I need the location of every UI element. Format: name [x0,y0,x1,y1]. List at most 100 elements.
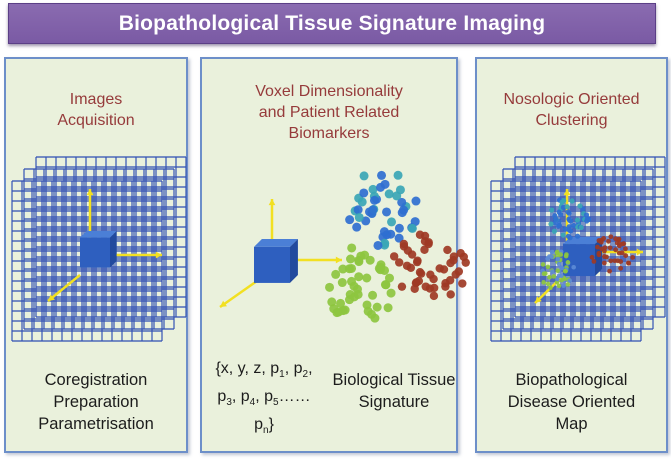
cluster-point [337,278,347,288]
cube-side [110,231,117,268]
cluster-point [392,191,402,201]
cluster-point [347,243,357,253]
cluster-point [561,283,566,288]
arrow-head-icon [535,296,542,303]
cluster-point [429,283,439,293]
cluster-point [567,218,574,224]
point-cluster [540,249,576,291]
cluster-point [556,261,562,267]
caption-line: Signature [358,393,430,411]
cluster-point [381,280,391,290]
cluster-point [369,195,379,205]
cluster-point [567,235,573,241]
cluster-point [451,270,460,279]
cluster-point [619,250,625,256]
arrow-head-icon [335,256,342,264]
cluster-point [439,265,449,274]
cluster-point [551,228,558,234]
cluster-point [541,271,547,276]
panel-caption: Coregistration Preparation Parametrisati… [6,369,186,435]
cluster-point [559,265,565,271]
point-cluster [389,230,470,301]
cluster-point [602,245,608,251]
cluster-point [353,289,363,299]
cluster-point [563,253,569,259]
cluster-point [566,210,572,216]
cluster-point [606,238,611,244]
cluster-point [607,245,613,251]
cluster-point [598,239,604,245]
cluster-point [458,279,467,288]
cluster-point [548,221,554,227]
cluster-point [626,260,632,266]
axis-arrow [47,274,81,302]
cluster-point [393,170,403,180]
cluster-point [426,270,435,279]
cluster-point [564,204,570,210]
panel-heading: Nosologic Oriented Clustering [477,89,666,131]
cluster-point [574,217,581,223]
formula-line-3: pn} [254,416,274,437]
cluster-point [384,273,394,283]
heading-line: Nosologic Oriented [503,91,640,108]
cluster-point [395,258,404,267]
cluster-point [331,269,341,279]
cluster-point [368,205,378,215]
cluster-point [367,309,377,319]
cluster-point [380,240,390,250]
cluster-point [412,257,422,267]
panel-heading: Images Acquisition [6,89,186,131]
cube-top [563,237,603,245]
cluster-point [549,254,554,260]
cluster-point [560,204,566,210]
cluster-point [589,254,595,260]
cluster-point [383,303,393,313]
cluster-point [424,238,433,247]
cluster-point [550,269,555,274]
cluster-point [353,205,363,215]
cluster-point [403,246,413,255]
point-cluster [345,170,421,250]
cluster-point [596,252,602,258]
heading-line: Voxel Dimensionality [255,83,403,100]
cluster-point [461,258,470,267]
caption-line: Biological Tissue [332,371,456,389]
caption-line: Biopathological [515,371,628,389]
cluster-point [558,252,563,257]
cluster-point [616,241,622,246]
cluster-point [556,283,562,289]
cluster-point [411,278,421,288]
cluster-point [618,259,624,264]
cluster-point [397,282,407,291]
voxel-vector-formula: {x, y, z, p1, p2, p3, p4, p5…… pn} [204,358,324,443]
arrow-head-icon [86,189,94,196]
cluster-point [368,184,378,194]
cube-front [254,246,290,283]
formula-line-2: p3, p4, p5…… [217,388,311,409]
cluster-point [560,232,566,238]
cluster-point [347,263,357,273]
cluster-point [354,212,364,222]
cluster-point [566,227,572,233]
cluster-point [583,212,590,218]
cluster-point [586,216,592,223]
cluster-point [545,264,551,270]
cluster-point [613,247,619,253]
cluster-point [607,268,613,274]
clustered-map-graphic [490,156,666,342]
heading-line: Clustering [535,112,608,129]
arrow-head-icon [268,199,276,206]
cluster-point [376,262,386,272]
cluster-point [420,245,429,254]
cluster-point [387,217,397,227]
cluster-point [578,224,584,231]
panel-voxel-dimensionality: Voxel Dimensionality and Patient Related… [200,57,470,453]
diagram-title: Biopathological Tissue Signature Imaging [118,11,546,35]
cluster-point [613,236,619,242]
cube-side [290,239,298,283]
cluster-point [595,244,600,250]
cluster-point [338,264,348,274]
panel-images-acquisition: Images Acquisition Coregistration Prepar… [4,57,188,453]
cluster-point [608,234,614,240]
arrow-head-icon [563,189,571,196]
